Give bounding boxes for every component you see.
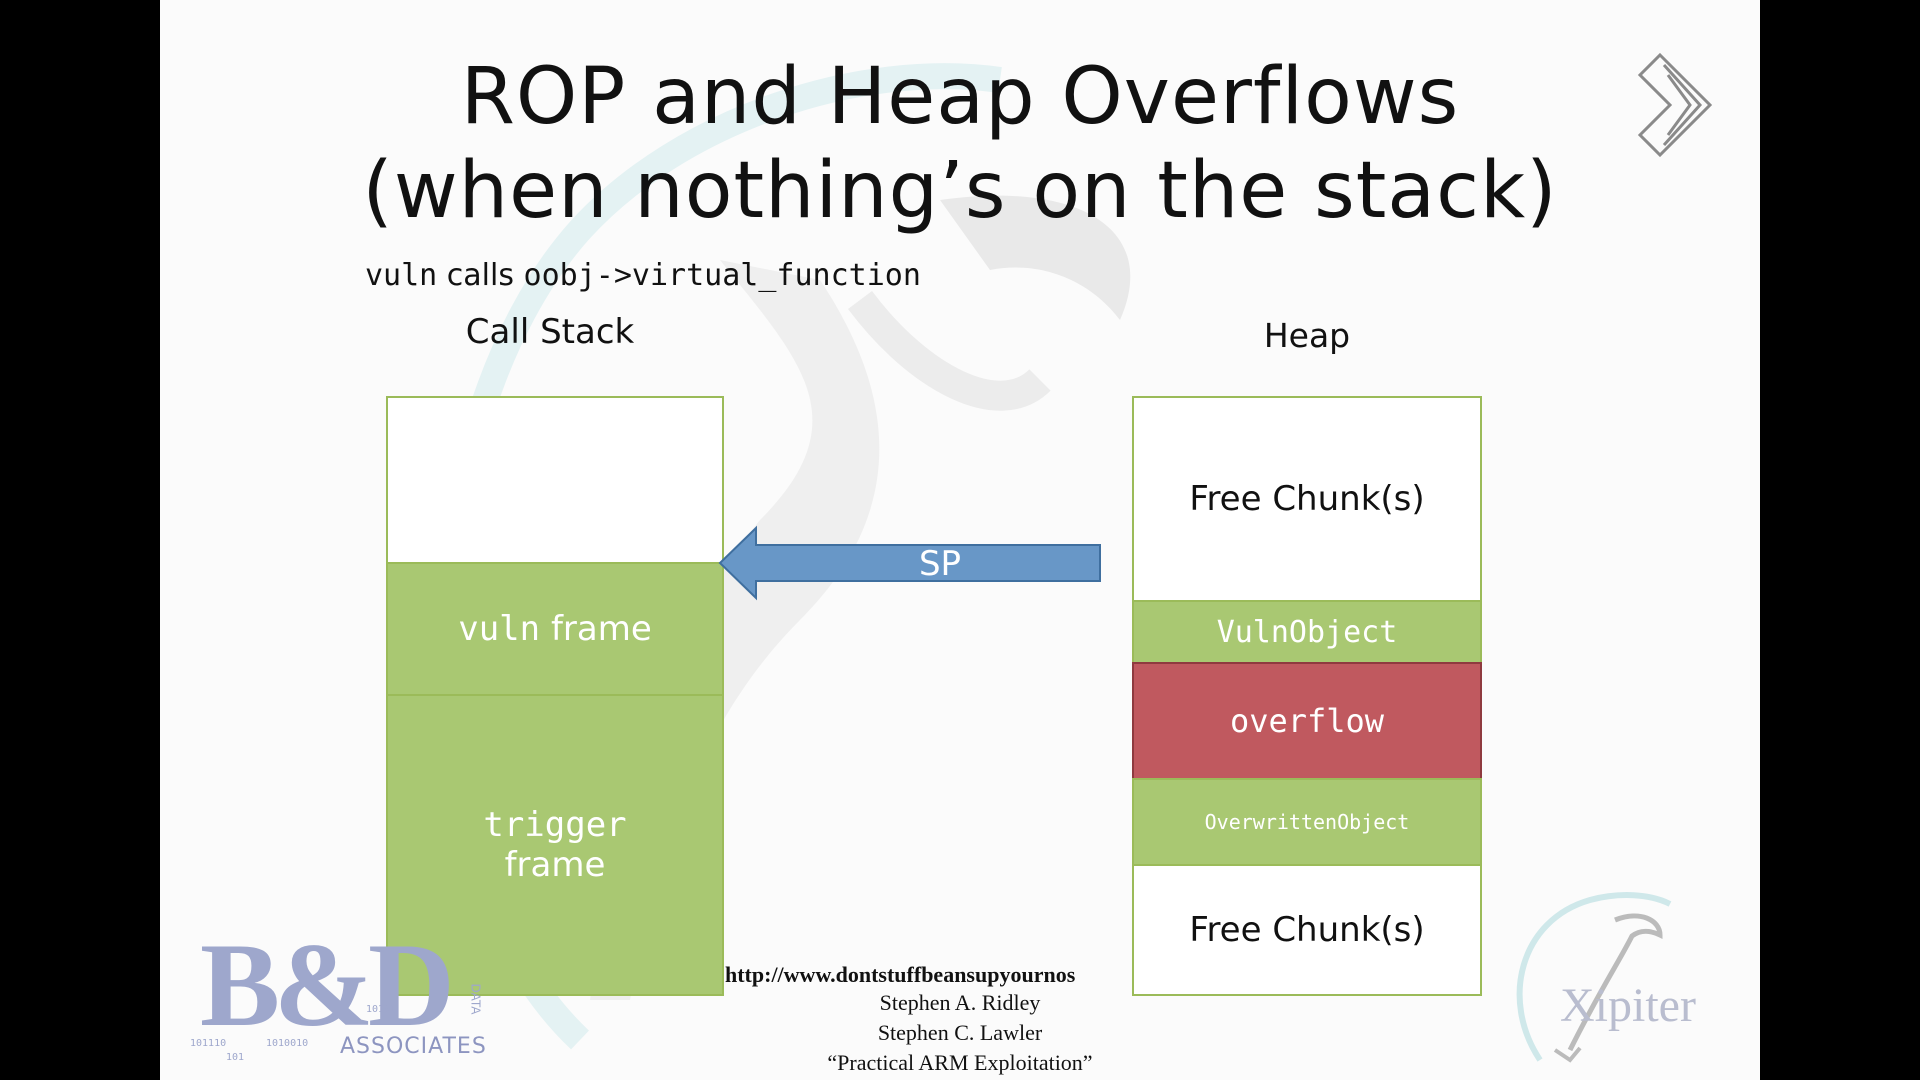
vuln-frame: vuln frame bbox=[386, 562, 724, 696]
vuln-frame-word: frame bbox=[550, 609, 652, 649]
heap-vuln-object: VulnObject bbox=[1132, 600, 1482, 664]
call-description: vuln calls oobj->virtual_function bbox=[365, 258, 921, 293]
slide: ROP and Heap Overflows (when nothing’s o… bbox=[160, 0, 1760, 1080]
heap-free-chunk-bottom: Free Chunk(s) bbox=[1132, 864, 1482, 996]
heap-free-chunk-top-text: Free Chunk(s) bbox=[1189, 479, 1425, 519]
stack-empty-region bbox=[386, 396, 724, 564]
sp-label: SP bbox=[918, 544, 962, 584]
vuln-frame-mono: vuln bbox=[458, 609, 541, 649]
xipiter-falcon-icon bbox=[1516, 892, 1672, 1063]
trigger-frame-mono: trigger bbox=[483, 805, 627, 845]
xipiter-logo-text: Xipiter bbox=[1560, 979, 1696, 1032]
func-virtual: oobj->virtual_function bbox=[523, 258, 921, 293]
credits-book: “Practical ARM Exploitation” bbox=[827, 1050, 1093, 1075]
bd-logo-letters: B&D bbox=[200, 918, 455, 1051]
bd-logo-bits-2: 1010010 bbox=[266, 1038, 309, 1049]
heap-overwritten-object-text: OverwrittenObject bbox=[1204, 810, 1410, 834]
credits-url[interactable]: http://www.dontstuffbeansupyournos bbox=[725, 962, 1076, 987]
func-vuln: vuln bbox=[365, 258, 438, 293]
slide-title-line2: (when nothing’s on the stack) bbox=[362, 146, 1558, 236]
xipiter-logo: Xipiter bbox=[1500, 880, 1760, 1070]
heap-overflow: overflow bbox=[1132, 662, 1482, 780]
corner-logo-icon bbox=[1637, 52, 1713, 158]
bd-logo-side: DATA bbox=[468, 983, 483, 1015]
sp-arrow-icon bbox=[718, 525, 1101, 601]
heap-overwritten-object: OverwrittenObject bbox=[1132, 778, 1482, 866]
bd-logo-bits-1: 101 bbox=[226, 1052, 245, 1063]
heap-free-chunk-top: Free Chunk(s) bbox=[1132, 396, 1482, 602]
heap-vuln-object-text: VulnObject bbox=[1216, 614, 1398, 650]
bd-logo-bits-0: 101110 bbox=[190, 1038, 227, 1049]
slide-title-line1: ROP and Heap Overflows bbox=[460, 52, 1460, 142]
trigger-frame: trigger frame bbox=[386, 694, 724, 996]
heap-label: Heap bbox=[1263, 316, 1351, 355]
bd-logo-bits-3: 10101 bbox=[366, 1004, 397, 1015]
bd-associates-logo: B&D ASSOCIATES DATA 101110 101 1010010 1… bbox=[190, 918, 550, 1070]
call-stack-label: Call Stack bbox=[465, 312, 635, 352]
heap-free-chunk-bottom-text: Free Chunk(s) bbox=[1189, 910, 1425, 950]
trigger-frame-word: frame bbox=[504, 845, 606, 885]
credits-author2: Stephen C. Lawler bbox=[877, 1020, 1043, 1045]
calls-word: calls bbox=[446, 258, 514, 293]
bd-logo-tagline: ASSOCIATES bbox=[340, 1034, 487, 1059]
heap-overflow-text: overflow bbox=[1229, 702, 1385, 740]
credits-author1: Stephen A. Ridley bbox=[879, 990, 1041, 1015]
